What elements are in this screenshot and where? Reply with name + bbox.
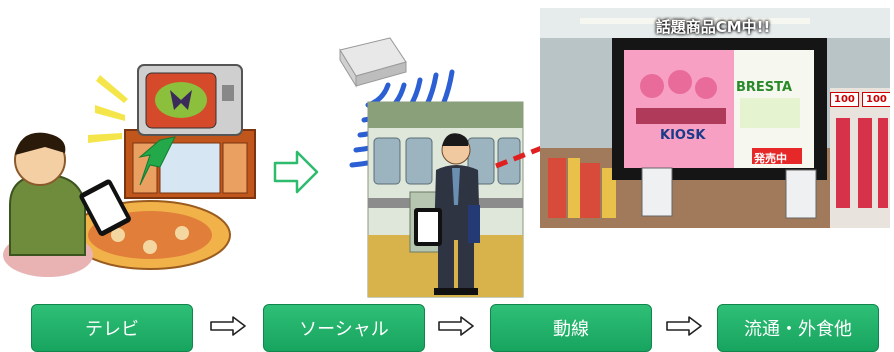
- signal-bolt-icon: [138, 136, 176, 186]
- price-tag: 100: [862, 92, 890, 107]
- tv-viewer-scene: [0, 55, 260, 285]
- sale-label: 発売中: [754, 152, 787, 165]
- router-icon: [339, 37, 407, 88]
- cm-banner: 話題商品CM中!!: [655, 18, 771, 36]
- product-name: BRESTA: [736, 80, 793, 95]
- person-body: [9, 173, 86, 256]
- price-tag: 100: [830, 92, 859, 107]
- businessman: [434, 133, 480, 295]
- flow-arrow-hollow: [273, 150, 319, 194]
- tv-light-rays: [88, 75, 128, 143]
- flow-arrow-icon: [209, 316, 247, 336]
- flow-arrow-icon: [665, 316, 703, 336]
- step-tv: テレビ: [31, 304, 193, 352]
- train-commuter-scene: [328, 30, 528, 305]
- screen-brand: KIOSK: [660, 128, 706, 143]
- tablet-icon: [79, 179, 131, 236]
- tablet-icon: [414, 208, 442, 246]
- kiosk-photo: 話題商品CM中!! KIOSK BRESTA 発売中 100 100: [540, 8, 890, 228]
- speaker-right: [785, 169, 817, 219]
- step-retail-dining: 流通・外食他: [717, 304, 879, 352]
- speaker-left: [641, 167, 673, 217]
- step-flow-line: 動線: [490, 304, 652, 352]
- flow-arrow-icon: [437, 316, 475, 336]
- step-social: ソーシャル: [263, 304, 425, 352]
